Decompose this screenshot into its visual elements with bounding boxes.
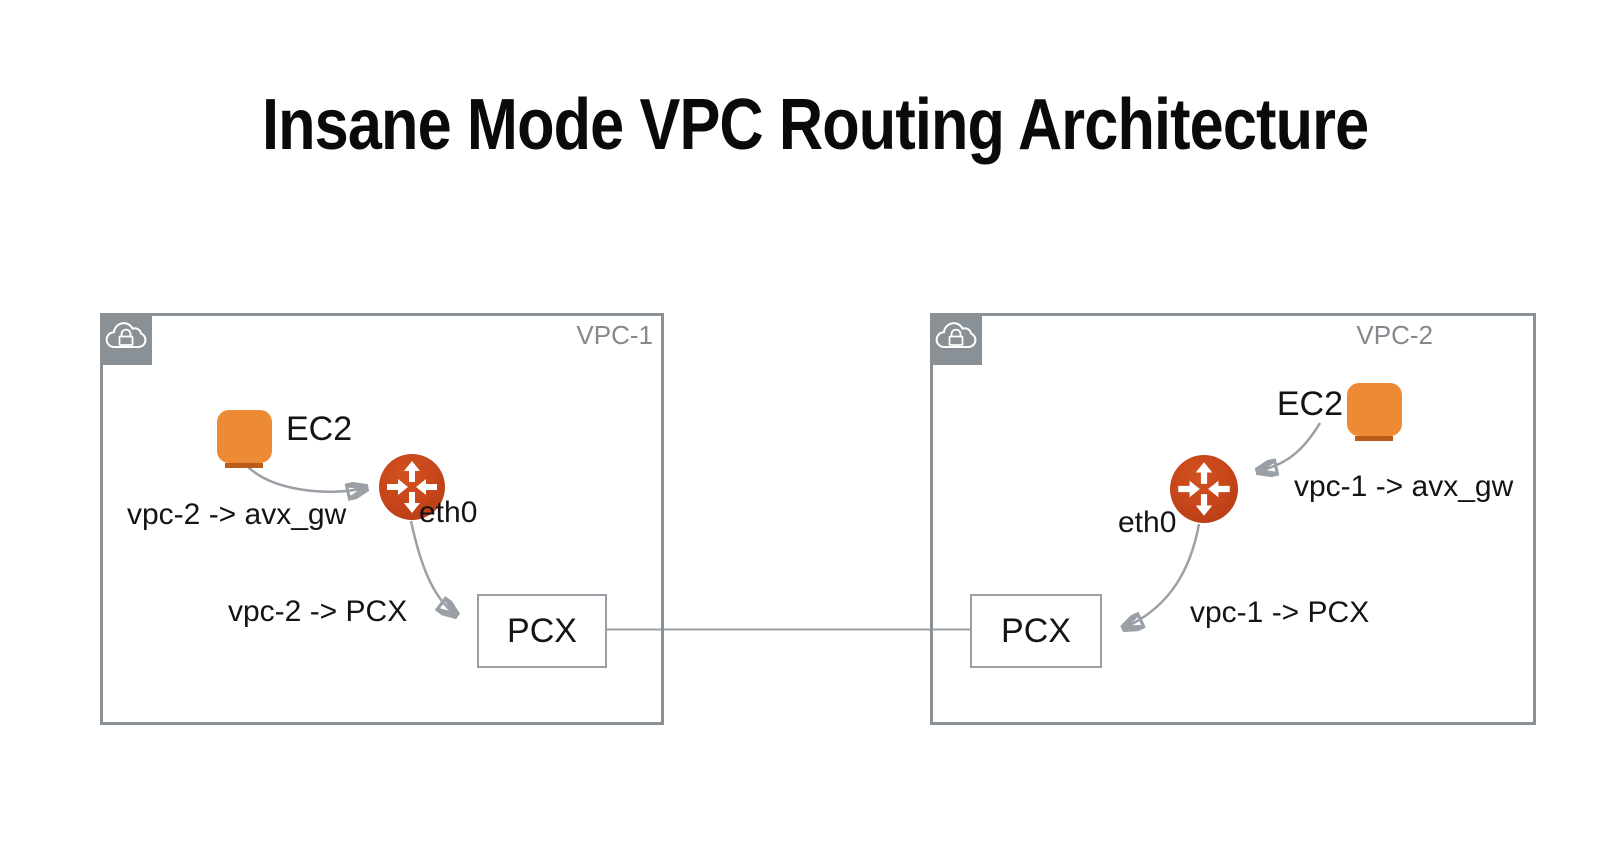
route-entry-pcx: vpc-2 -> PCX <box>228 595 408 628</box>
route-entry-gateway: vpc-2 -> avx_gw <box>127 498 347 531</box>
diagram-title: Insane Mode VPC Routing Architecture <box>262 85 1369 165</box>
pcx-box: PCX <box>477 594 607 668</box>
vpc2-container: VPC-2 EC2 eth0 vpc-1 -> avx_gw vpc-1 -> … <box>930 313 1536 725</box>
vpc-cloud-lock-icon <box>930 313 982 365</box>
ec2-base <box>225 463 263 468</box>
vpc-router-icon <box>379 454 445 520</box>
ec2-instance-icon <box>217 410 272 468</box>
ec2-cube <box>1347 383 1402 436</box>
vpc1-container: VPC-1 EC2 eth0 vpc-2 -> avx_gw vpc-2 -> … <box>100 313 664 725</box>
arrow-router-to-pcx-vpc1 <box>409 520 456 615</box>
ec2-cube <box>217 410 272 463</box>
vpc1-label: VPC-1 <box>576 320 653 350</box>
vpc-router-icon <box>1170 455 1238 523</box>
ec2-instance-icon <box>1347 383 1402 441</box>
eth0-label: eth0 <box>1118 506 1177 539</box>
ec2-label: EC2 <box>1276 385 1343 423</box>
vpc-cloud-lock-icon <box>100 313 152 365</box>
pcx-label: PCX <box>1001 611 1071 650</box>
pcx-box: PCX <box>970 594 1102 668</box>
eth0-label: eth0 <box>419 496 478 529</box>
vpc2-label: VPC-2 <box>1356 320 1433 350</box>
arrow-router-to-pcx-vpc2 <box>1124 523 1201 628</box>
route-entry-gateway: vpc-1 -> avx_gw <box>1294 470 1514 503</box>
arrow-ec2-to-router-vpc2 <box>1258 422 1322 471</box>
ec2-base <box>1355 436 1393 441</box>
ec2-label: EC2 <box>286 410 353 448</box>
route-entry-pcx: vpc-1 -> PCX <box>1190 596 1370 629</box>
arrow-ec2-to-router-vpc1 <box>247 466 366 492</box>
pcx-label: PCX <box>507 611 577 650</box>
